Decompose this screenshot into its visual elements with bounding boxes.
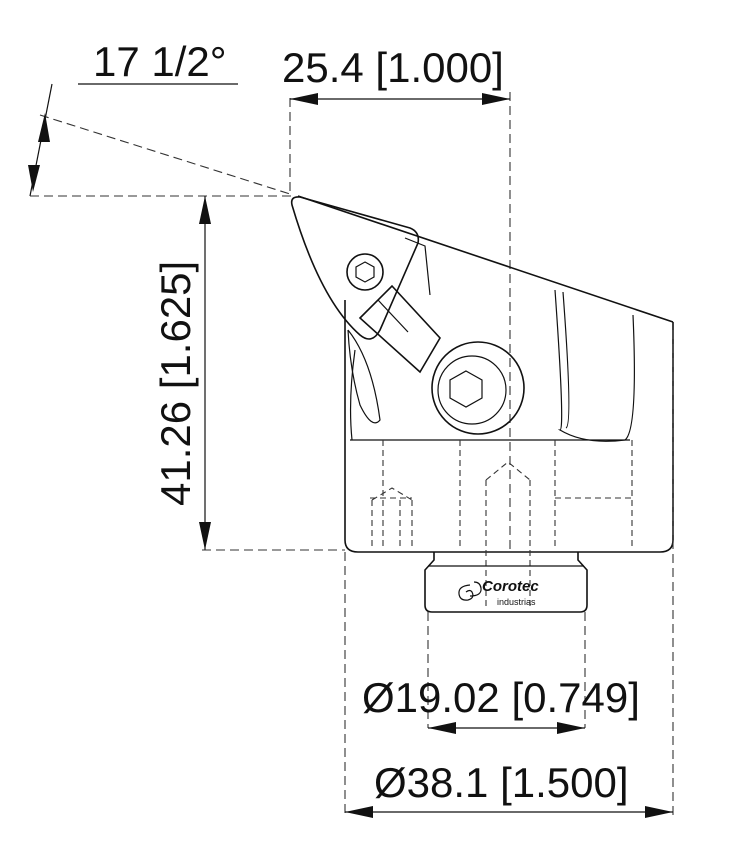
- height-arrow-bottom: [199, 522, 211, 550]
- width-label: 25.4 [1.000]: [282, 44, 504, 91]
- hex-socket-icon: [355, 261, 375, 283]
- body-diameter-dimension: Ø38.1 [1.500]: [344, 330, 674, 818]
- angle-arrow-top: [38, 113, 50, 142]
- angle-dimension: 17 1/2°: [28, 38, 292, 197]
- logo-tagline: industrias: [497, 597, 536, 607]
- shank-arrow-left: [428, 722, 456, 734]
- clamp-arm: [358, 284, 441, 374]
- cutting-insert: [290, 196, 431, 340]
- hex-socket-icon: [449, 370, 483, 408]
- angle-label: 17 1/2°: [93, 38, 227, 85]
- height-label: 41.26 [1.625]: [152, 261, 199, 506]
- swirl-logo-icon: [458, 581, 482, 601]
- shank: [424, 552, 588, 613]
- shank-diameter-dimension: Ø19.02 [0.749]: [362, 612, 640, 734]
- body-arrow-left: [345, 806, 373, 818]
- width-dimension: 25.4 [1.000]: [282, 44, 511, 550]
- body-arrow-right: [645, 806, 673, 818]
- width-arrow-left: [290, 93, 318, 105]
- insert-screw: [346, 253, 384, 291]
- logo-brand: Corotec: [482, 578, 539, 595]
- body-diameter-label: Ø38.1 [1.500]: [374, 759, 629, 806]
- shank-arrow-right: [557, 722, 585, 734]
- tool-body: [297, 195, 674, 553]
- hidden-features: [370, 440, 633, 610]
- width-arrow-right: [482, 93, 510, 105]
- clamp-screw: [431, 341, 525, 435]
- height-dimension: 41.26 [1.625]: [152, 196, 345, 551]
- height-arrow-top: [199, 196, 211, 224]
- corotec-logo: Corotec industrias: [458, 578, 539, 607]
- shank-diameter-label: Ø19.02 [0.749]: [362, 674, 640, 721]
- angle-arrow-bottom: [28, 165, 40, 192]
